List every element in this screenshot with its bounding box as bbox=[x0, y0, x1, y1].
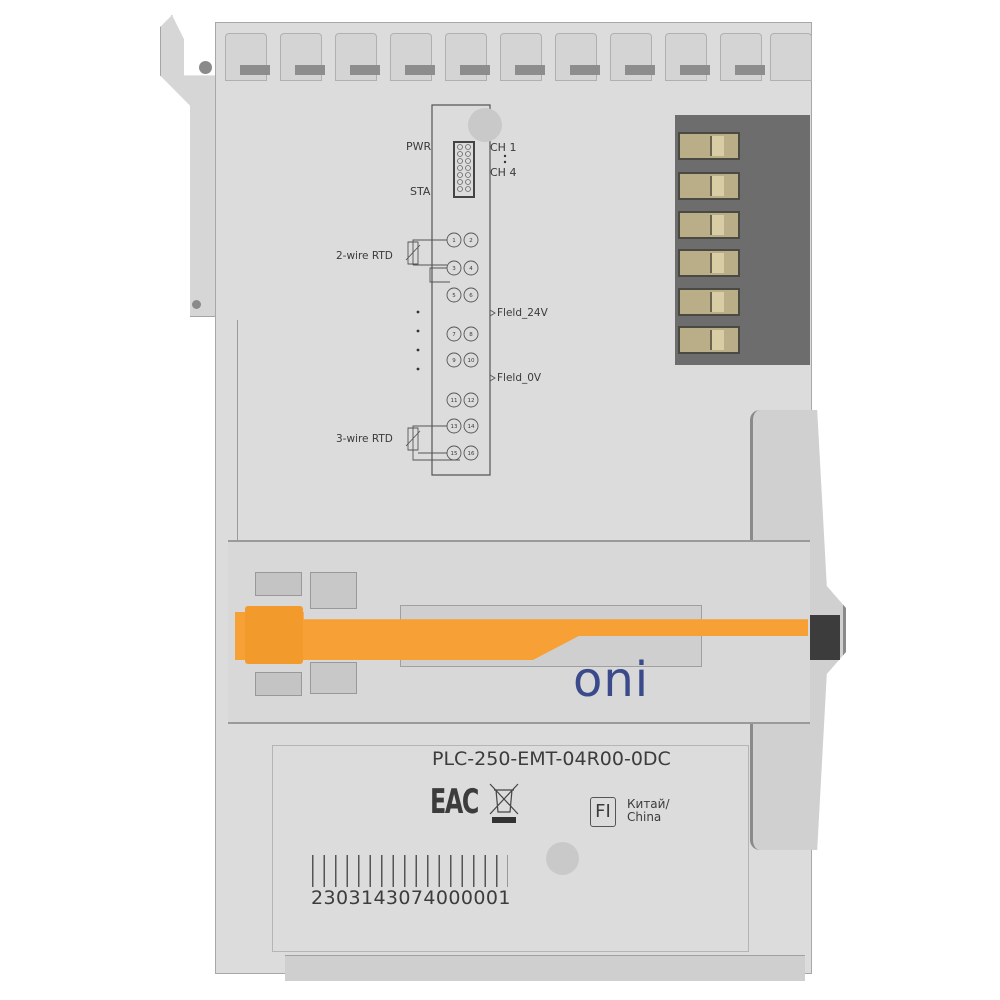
origin-code: FI bbox=[595, 801, 611, 822]
terminal-label: 8 bbox=[469, 332, 473, 338]
origin-ru: Китай/ bbox=[627, 797, 670, 811]
pwr-label: PWR bbox=[406, 140, 432, 153]
model-number: PLC-250-EMT-04R00-0DC bbox=[432, 748, 671, 770]
origin-code-box: FI bbox=[590, 797, 616, 827]
latch-screw bbox=[199, 61, 212, 74]
bus-contact bbox=[678, 249, 740, 277]
bus-contact bbox=[678, 326, 740, 354]
field-24v-label: Fleld_24V bbox=[497, 307, 549, 319]
vent-slot bbox=[255, 572, 302, 596]
terminal-label: 11 bbox=[451, 398, 458, 404]
weee-bin-icon bbox=[489, 783, 519, 823]
brand-logo: oni bbox=[573, 652, 650, 708]
bus-contact bbox=[678, 288, 740, 316]
terminal-label: 15 bbox=[451, 451, 458, 457]
wiring-diagram: PWR STA CH 1 CH 4 1 2 3 4 5 6 7 8 9 10 1… bbox=[336, 104, 549, 476]
bus-contact bbox=[678, 211, 740, 239]
terminal-label: 13 bbox=[451, 424, 458, 430]
bottom-ribs bbox=[285, 955, 805, 981]
terminal-label: 3 bbox=[452, 266, 456, 272]
terminal-label: 6 bbox=[469, 293, 473, 299]
terminal-label: 10 bbox=[468, 358, 475, 364]
field-0v-label: Fleld_0V bbox=[497, 372, 542, 384]
terminal-label: 7 bbox=[452, 332, 456, 338]
terminal-label: 12 bbox=[468, 398, 475, 404]
vent-slot bbox=[310, 572, 357, 609]
three-wire-rtd-label: 3-wire RTD bbox=[336, 433, 393, 445]
bus-contact bbox=[678, 172, 740, 200]
vent-slot bbox=[255, 672, 302, 696]
two-wire-rtd-label: 2-wire RTD bbox=[336, 250, 393, 262]
top-ribs bbox=[225, 15, 812, 81]
terminal-label: 16 bbox=[468, 451, 475, 457]
terminal-label: 9 bbox=[452, 358, 456, 364]
barcode bbox=[312, 855, 508, 887]
label-panel bbox=[272, 745, 749, 952]
release-latch[interactable] bbox=[160, 15, 220, 317]
housing-edge bbox=[215, 320, 238, 540]
sta-label: STA bbox=[410, 185, 431, 198]
terminal-label: 1 bbox=[452, 238, 456, 244]
terminal-label: 4 bbox=[469, 266, 473, 272]
slider-grip[interactable] bbox=[245, 606, 303, 664]
bus-contact bbox=[678, 132, 740, 160]
ch1-label: CH 1 bbox=[490, 141, 516, 154]
serial-number: 2303143074000001 bbox=[311, 887, 511, 909]
origin-en: China bbox=[627, 810, 662, 824]
terminal-label: 5 bbox=[452, 293, 456, 299]
rail-slot bbox=[805, 615, 840, 660]
terminal-label: 2 bbox=[469, 238, 473, 244]
screw-hole bbox=[546, 842, 579, 875]
eac-mark: EAC bbox=[430, 782, 479, 822]
terminal-label: 14 bbox=[468, 424, 475, 430]
vent-slot bbox=[310, 662, 357, 694]
ch4-label: CH 4 bbox=[490, 166, 516, 179]
latch-pin bbox=[192, 300, 201, 309]
